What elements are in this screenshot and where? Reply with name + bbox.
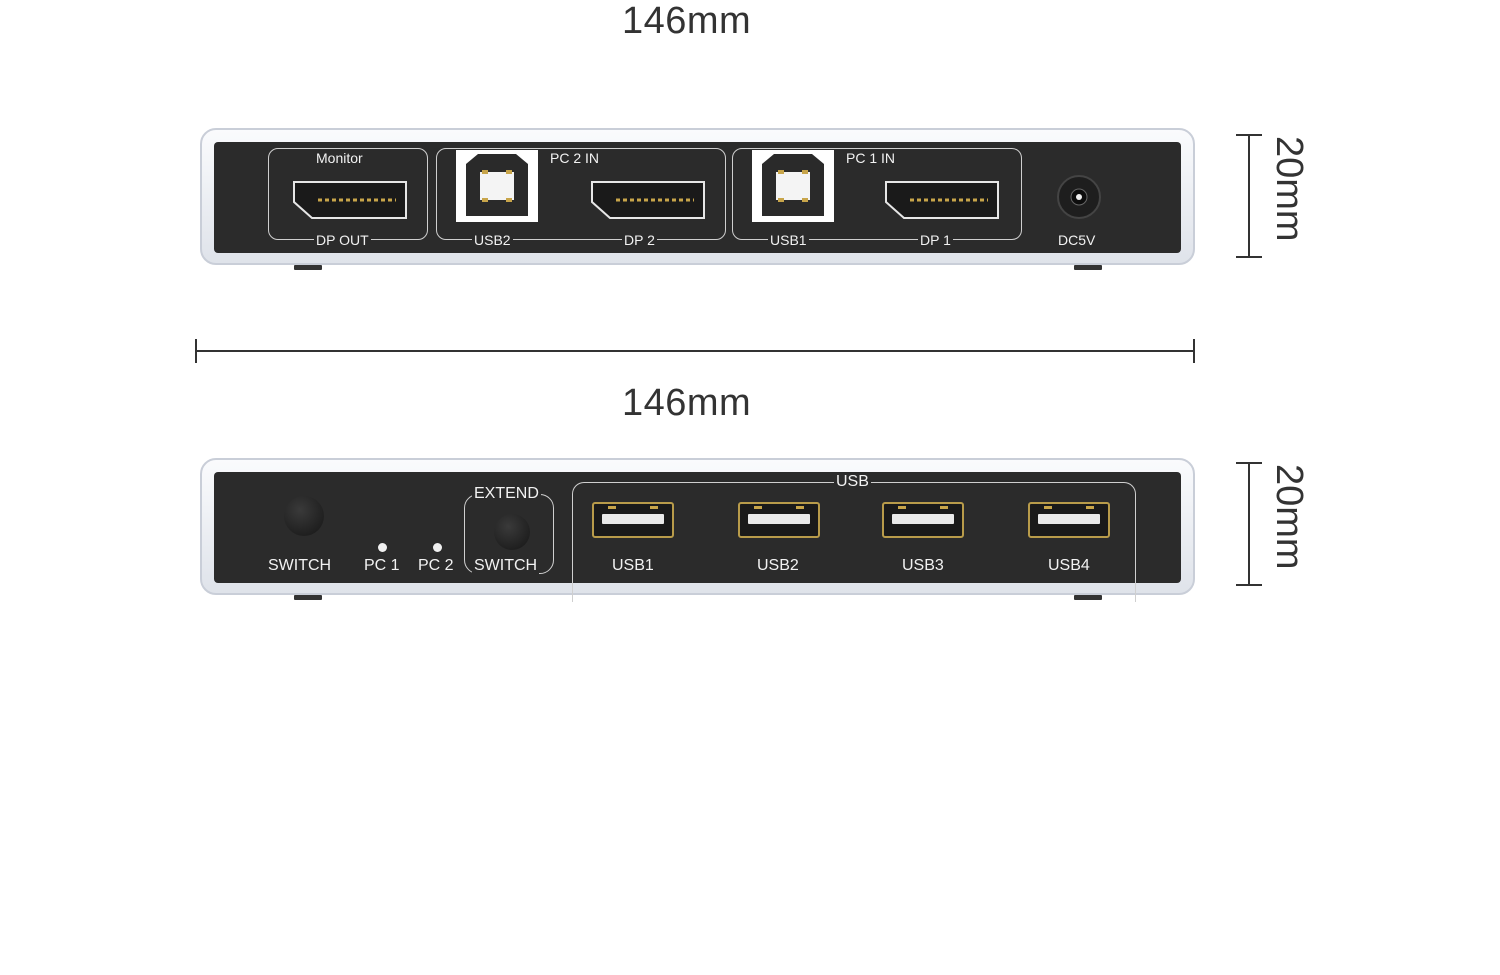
usb-pin: [1044, 506, 1052, 509]
rear-foot-right: [1074, 265, 1102, 270]
front-panel-case: SWITCH PC 1 PC 2 EXTEND SWITCH USB USB1 …: [200, 458, 1195, 602]
usb-a-port-4[interactable]: [1028, 502, 1110, 538]
usb-a-icon: [602, 514, 664, 524]
pc2-in-bracket: [436, 148, 726, 240]
usb-b-icon: [762, 154, 824, 216]
usb2-rear-label: USB2: [472, 232, 513, 248]
pc1-in-label: PC 1 IN: [844, 150, 898, 166]
dp1-label: DP 1: [918, 232, 953, 248]
usb4-front-label: USB4: [1046, 557, 1092, 574]
usb-pin: [898, 506, 906, 509]
width-dimension-line: [195, 339, 1195, 363]
switch-label: SWITCH: [266, 557, 334, 574]
pc1-led: [378, 543, 387, 552]
extend-label: EXTEND: [472, 485, 541, 502]
bottom-height-label: 20mm: [1268, 464, 1310, 570]
rear-panel-case: Monitor DP OUT PC 2 IN USB2 DP 2: [200, 128, 1195, 270]
usb-pin: [940, 506, 948, 509]
usb-a-port-2[interactable]: [738, 502, 820, 538]
usb-a-icon: [892, 514, 954, 524]
extend-switch-button[interactable]: [494, 514, 530, 550]
top-height-dimension-line: [1236, 134, 1262, 258]
usb-a-port-1[interactable]: [592, 502, 674, 538]
usb1-b-port[interactable]: [752, 150, 834, 222]
rear-foot-left: [294, 265, 322, 270]
pc1-in-bracket: [732, 148, 1022, 240]
dp-out-label: DP OUT: [314, 232, 371, 248]
top-width-label: 146mm: [622, 0, 752, 42]
dp2-label: DP 2: [622, 232, 657, 248]
usb-pin: [650, 506, 658, 509]
usb1-front-label: USB1: [610, 557, 656, 574]
pc1-led-label: PC 1: [362, 557, 402, 574]
usb-pin: [754, 506, 762, 509]
usb-a-icon: [748, 514, 810, 524]
usb2-b-port[interactable]: [456, 150, 538, 222]
usb-pin: [796, 506, 804, 509]
usb1-rear-label: USB1: [768, 232, 809, 248]
front-foot-left: [294, 595, 322, 600]
usb-b-icon: [466, 154, 528, 216]
extend-switch-label: SWITCH: [472, 557, 540, 574]
usb-pin: [1086, 506, 1094, 509]
switch-button[interactable]: [284, 496, 324, 536]
dc5v-label: DC5V: [1056, 232, 1098, 248]
usb-a-icon: [1038, 514, 1100, 524]
usb-group-label: USB: [834, 473, 871, 490]
dp1-port[interactable]: [884, 180, 1000, 220]
front-foot-right: [1074, 595, 1102, 600]
front-panel-face: SWITCH PC 1 PC 2 EXTEND SWITCH USB USB1 …: [214, 472, 1181, 602]
usb-a-port-3[interactable]: [882, 502, 964, 538]
usb-group-bracket: [572, 482, 1136, 602]
pc2-led-label: PC 2: [416, 557, 456, 574]
usb2-front-label: USB2: [755, 557, 801, 574]
dp2-port[interactable]: [590, 180, 706, 220]
usb-pin: [608, 506, 616, 509]
bottom-height-dimension-line: [1236, 462, 1262, 586]
dp-out-port[interactable]: [292, 180, 408, 220]
dc-jack-icon[interactable]: [1056, 174, 1102, 220]
pc2-led: [433, 543, 442, 552]
monitor-label: Monitor: [314, 150, 365, 166]
pc2-in-label: PC 2 IN: [548, 150, 602, 166]
top-height-label: 20mm: [1268, 136, 1310, 242]
bottom-width-label: 146mm: [622, 382, 752, 424]
rear-panel-face: Monitor DP OUT PC 2 IN USB2 DP 2: [214, 142, 1181, 253]
usb3-front-label: USB3: [900, 557, 946, 574]
